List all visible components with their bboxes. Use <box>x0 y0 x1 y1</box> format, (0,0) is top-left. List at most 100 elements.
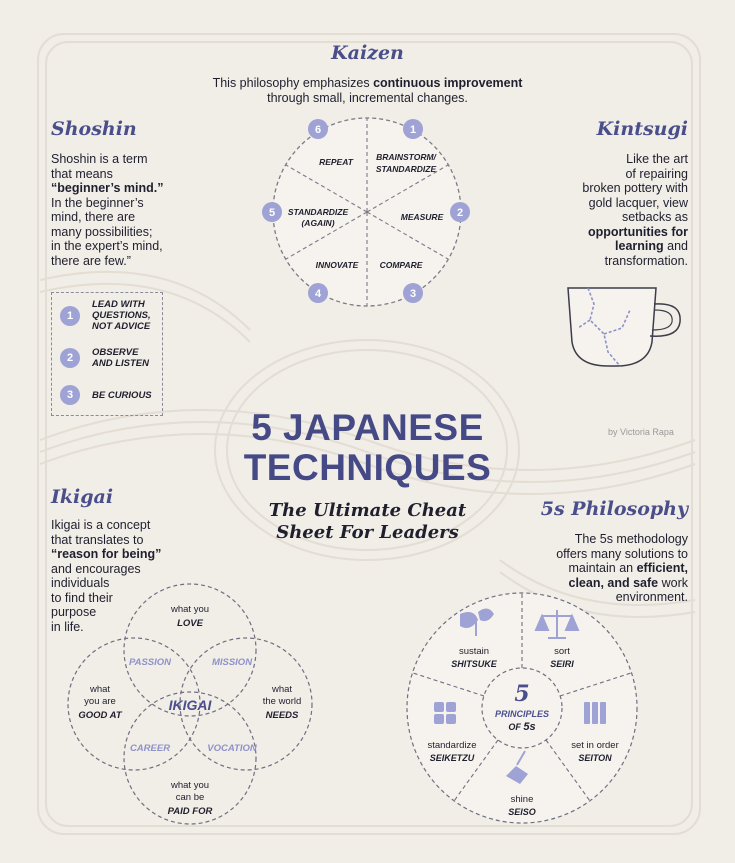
shoshin-heading: Shoshin <box>51 118 137 140</box>
kaizen-desc-bold: continuous improvement <box>373 76 523 90</box>
shoshin-item-label: OBSERVE AND LISTEN <box>92 347 149 369</box>
ikigai-needs-pre: what <box>271 684 292 695</box>
fives-center-line-2: OF 5s <box>508 721 535 733</box>
kaizen-step-5-label: STANDARDIZE <box>288 207 349 217</box>
main-title-line-1: 5 JAPANESE <box>251 407 484 448</box>
kaizen-divider <box>366 211 449 260</box>
fives-set-en: set in order <box>571 740 619 751</box>
fives-bold: clean, and safe <box>568 575 659 590</box>
venn-circle-love <box>123 583 257 717</box>
shoshin-line: that means <box>51 166 113 181</box>
shoshin-item-number: 1 <box>60 305 80 326</box>
fives-standardize-en: standardize <box>427 740 476 751</box>
ikigai-line: individuals <box>51 576 110 590</box>
fives-center-of: OF <box>508 722 523 732</box>
fives-divider <box>453 739 499 802</box>
ikigai-line: to find their <box>51 590 113 605</box>
kaizen-step-5-label-2: (AGAIN) <box>301 218 334 228</box>
kintsugi-line: transformation. <box>604 253 688 268</box>
ikigai-needs-pre-2: the world <box>263 696 302 707</box>
fives-set-jp: SEITON <box>578 753 612 763</box>
fives-description: The 5s methodology offers many solutions… <box>498 532 688 605</box>
shoshin-practices-box: 1 LEAD WITH QUESTIONS, NOT ADVICE 2 OBSE… <box>51 292 163 416</box>
ikigai-line: Ikigai is a concept <box>51 518 151 532</box>
shoshin-item-number: 2 <box>60 348 80 368</box>
kaizen-divider <box>366 164 449 213</box>
main-title: 5 JAPANESE TECHNIQUES <box>180 408 555 488</box>
kaizen-step-number: 6 <box>315 124 321 136</box>
ikigai-love: LOVE <box>177 618 204 629</box>
ikigai-mission: MISSION <box>212 657 253 668</box>
kintsugi-bold: learning <box>615 239 664 253</box>
author-credit: by Victoria Rapa <box>608 427 674 437</box>
fives-sustain-en: sustain <box>459 646 489 657</box>
shoshin-line: in the expert’s mind, <box>51 239 163 253</box>
venn-circle-paid-for <box>123 691 257 825</box>
ikigai-line: that translates to <box>51 532 144 547</box>
venn-circle-needs <box>179 637 313 771</box>
shoshin-line: many possibilities; <box>51 224 153 239</box>
fives-center-5s: 5s <box>523 721 535 733</box>
fives-line: environment. <box>615 590 688 604</box>
fives-sort-en: sort <box>554 646 570 657</box>
venn-circle-good-at <box>67 637 201 771</box>
kaizen-step-1: 1 <box>403 119 423 139</box>
shoshin-bold: “beginner’s mind.” <box>51 181 164 195</box>
kintsugi-line: and <box>663 239 688 253</box>
ikigai-love-pre: what you <box>170 604 209 615</box>
grid-icon <box>434 702 456 724</box>
broken-cup-icon <box>567 287 681 367</box>
kaizen-step-number: 1 <box>410 124 416 136</box>
fives-center-number: 5 <box>514 681 529 707</box>
kaizen-step-1-label-2: STANDARDIZE <box>376 164 437 174</box>
kintsugi-description: Like the art of repairing broken pottery… <box>538 152 688 268</box>
ikigai-good-at: GOOD AT <box>78 710 122 721</box>
ikigai-paid-pre-2: can be <box>176 792 205 803</box>
broom-icon <box>506 750 528 784</box>
subtitle: The Ultimate Cheat Sheet For Leaders <box>220 500 515 544</box>
kintsugi-heading: Kintsugi <box>596 118 688 140</box>
subtitle-line-1: The Ultimate Cheat <box>268 500 467 521</box>
fives-sort-jp: SEIRI <box>550 659 574 669</box>
kaizen-step-4-label: INNOVATE <box>316 260 359 270</box>
fives-divider <box>545 739 591 802</box>
subtitle-line-2: Sheet For Leaders <box>276 522 459 543</box>
fives-wheel: sustain SHITSUKE sort SEIRI set in order… <box>406 592 638 824</box>
ikigai-paid-pre: what you <box>170 780 209 791</box>
kintsugi-line: broken pottery with <box>582 181 688 195</box>
ikigai-passion: PASSION <box>129 657 172 668</box>
ikigai-heading: Ikigai <box>51 486 114 508</box>
kintsugi-line: of repairing <box>625 166 688 181</box>
ikigai-good-pre: what <box>89 684 110 695</box>
ikigai-paid-for: PAID FOR <box>168 806 213 817</box>
fives-line: work <box>658 575 688 590</box>
kaizen-step-3-label: COMPARE <box>380 260 423 270</box>
fives-bold: efficient, <box>636 561 688 575</box>
fives-standardize-jp: SEIKETZU <box>430 753 475 763</box>
binders-icon <box>584 702 606 724</box>
shoshin-line: Shoshin is a term <box>51 152 148 166</box>
kintsugi-bold: opportunities for <box>588 224 688 239</box>
kaizen-divider <box>285 164 368 213</box>
ikigai-line: and encourages <box>51 561 141 576</box>
fives-heading: 5s Philosophy <box>540 498 688 520</box>
kaizen-desc-text-2: through small, incremental changes. <box>267 90 468 105</box>
ikigai-career: CAREER <box>130 743 170 754</box>
shoshin-line: there are few.” <box>51 253 131 268</box>
ikigai-vocation: VOCATION <box>207 743 258 754</box>
kaizen-step-number: 4 <box>315 288 322 300</box>
fives-line: maintain an <box>568 561 637 575</box>
kaizen-step-4: 4 <box>308 283 328 303</box>
ikigai-line: purpose <box>51 605 97 619</box>
kaizen-step-number: 3 <box>410 288 416 300</box>
kintsugi-line: setbacks as <box>621 210 688 224</box>
kintsugi-line: gold lacquer, view <box>588 195 688 210</box>
shoshin-item-label: BE CURIOUS <box>92 389 152 401</box>
kaizen-step-2: 2 <box>450 202 470 222</box>
kaizen-step-number: 2 <box>457 207 463 219</box>
shoshin-description: Shoshin is a term that means “beginner’s… <box>51 152 191 268</box>
kaizen-step-1-label: BRAINSTORM/ <box>376 152 437 162</box>
ikigai-bold: “reason for being” <box>51 547 162 561</box>
fives-shine-en: shine <box>511 794 534 805</box>
kaizen-wheel: 1 2 3 4 5 6 BRAINSTORM/ STANDARDIZE MEAS… <box>262 117 470 307</box>
